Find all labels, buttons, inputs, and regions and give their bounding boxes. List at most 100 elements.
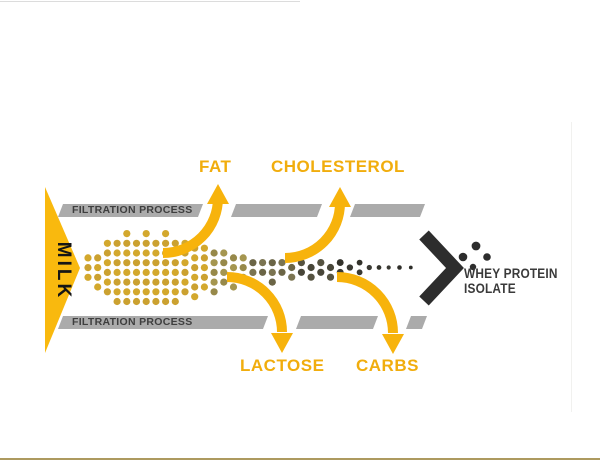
stream-dot — [229, 283, 238, 291]
stream-dot — [142, 239, 150, 247]
stream-dot — [142, 259, 150, 267]
stream-dot — [171, 239, 179, 247]
filtration-bar-bottom-left: FILTRATION PROCESS — [58, 316, 268, 329]
stream-dot — [200, 254, 208, 262]
stream-dot — [171, 297, 179, 306]
stream-dot — [336, 259, 344, 267]
stream-dot — [408, 265, 413, 270]
stream-dot — [132, 239, 141, 247]
stream-dot — [239, 254, 247, 262]
stream-dot — [162, 278, 170, 286]
stream-dot — [288, 263, 296, 272]
stream-dot — [268, 278, 276, 286]
stream-dot — [142, 230, 150, 238]
stream-dot — [123, 259, 131, 267]
right-edge-line — [571, 122, 572, 412]
bottom-edge-line — [0, 458, 600, 460]
stream-dot — [200, 264, 208, 272]
stream-dot — [103, 278, 111, 286]
stream-dot — [132, 259, 141, 267]
stream-dot — [162, 259, 170, 267]
lactose-arrow-curve — [226, 272, 287, 333]
stream-dot — [239, 264, 247, 272]
stream-dot — [220, 268, 228, 276]
cluster-dot — [469, 263, 477, 271]
cholesterol-arrowhead-icon — [329, 187, 351, 207]
chevron-right-icon — [419, 230, 464, 306]
stream-dot — [220, 259, 228, 267]
stream-dot — [210, 249, 218, 257]
milk-triangle — [45, 187, 80, 353]
stream-dot — [123, 230, 131, 238]
cluster-dot — [483, 253, 491, 261]
stream-dot — [307, 273, 315, 281]
stream-dot — [366, 264, 372, 271]
stream-dot — [210, 288, 218, 296]
cholesterol-arrow-curve — [284, 202, 345, 263]
stream-dot — [278, 259, 286, 267]
stream-dot — [123, 239, 131, 247]
stream-dot — [249, 259, 257, 267]
stream-dot — [123, 288, 131, 296]
stream-dot — [181, 268, 189, 276]
stream-dot — [94, 283, 102, 291]
stream-dot — [113, 268, 121, 276]
stream-dot — [210, 268, 218, 276]
stream-dot — [113, 249, 121, 257]
stream-dot — [113, 278, 121, 286]
stream-dot — [123, 249, 131, 257]
stream-dot — [200, 283, 208, 291]
stream-dot — [113, 259, 121, 267]
stream-dot — [181, 288, 189, 296]
stream-dot — [113, 297, 121, 306]
stream-dot — [152, 297, 160, 306]
stream-dot — [162, 268, 170, 276]
stream-dot — [268, 259, 276, 267]
stream-dot — [152, 239, 160, 247]
stream-dot — [191, 293, 199, 301]
fat-arrowhead-icon — [207, 184, 229, 204]
stream-dot — [142, 297, 150, 306]
carbs-label: CARBS — [356, 356, 419, 375]
stream-dot — [259, 268, 267, 276]
top-edge-line — [0, 1, 300, 2]
stream-dot — [94, 264, 102, 272]
isolate-dot-cluster — [458, 241, 491, 271]
stream-dot — [84, 264, 92, 272]
stream-dot — [84, 254, 92, 262]
stream-dot — [94, 254, 102, 262]
stream-dot — [297, 268, 305, 276]
stream-dot — [220, 249, 228, 257]
stream-dot — [259, 259, 267, 267]
stream-dot — [220, 278, 228, 286]
stream-dot — [132, 278, 141, 286]
stream-dot — [162, 230, 170, 238]
whey-protein-isolate-label: WHEY PROTEIN ISOLATE — [464, 266, 558, 296]
stream-dot — [268, 268, 276, 276]
stream-dot — [132, 288, 141, 296]
filtration-bar-bottom-right — [406, 316, 427, 329]
stream-dot — [317, 268, 325, 276]
stream-dot — [103, 288, 111, 296]
stream-dot — [288, 273, 296, 281]
stream-dot — [142, 249, 150, 257]
stream-dot — [152, 259, 160, 267]
stream-dot — [123, 278, 131, 286]
stream-dot — [210, 259, 218, 267]
filtration-bar-top-right — [350, 204, 425, 217]
stream-dot — [152, 249, 160, 257]
fat-arrow-curve — [162, 197, 223, 258]
stream-dot — [191, 264, 199, 272]
stream-dot — [103, 259, 111, 267]
result-line2: ISOLATE — [464, 281, 516, 296]
stream-dot — [171, 268, 179, 276]
stream-dot — [132, 297, 141, 306]
carbs-arrow-curve — [336, 272, 398, 334]
lactose-arrowhead-icon — [271, 333, 293, 353]
stream-dot — [171, 259, 179, 267]
stream-dot — [229, 254, 238, 262]
stream-dot — [123, 297, 131, 306]
stream-dot — [317, 259, 325, 267]
